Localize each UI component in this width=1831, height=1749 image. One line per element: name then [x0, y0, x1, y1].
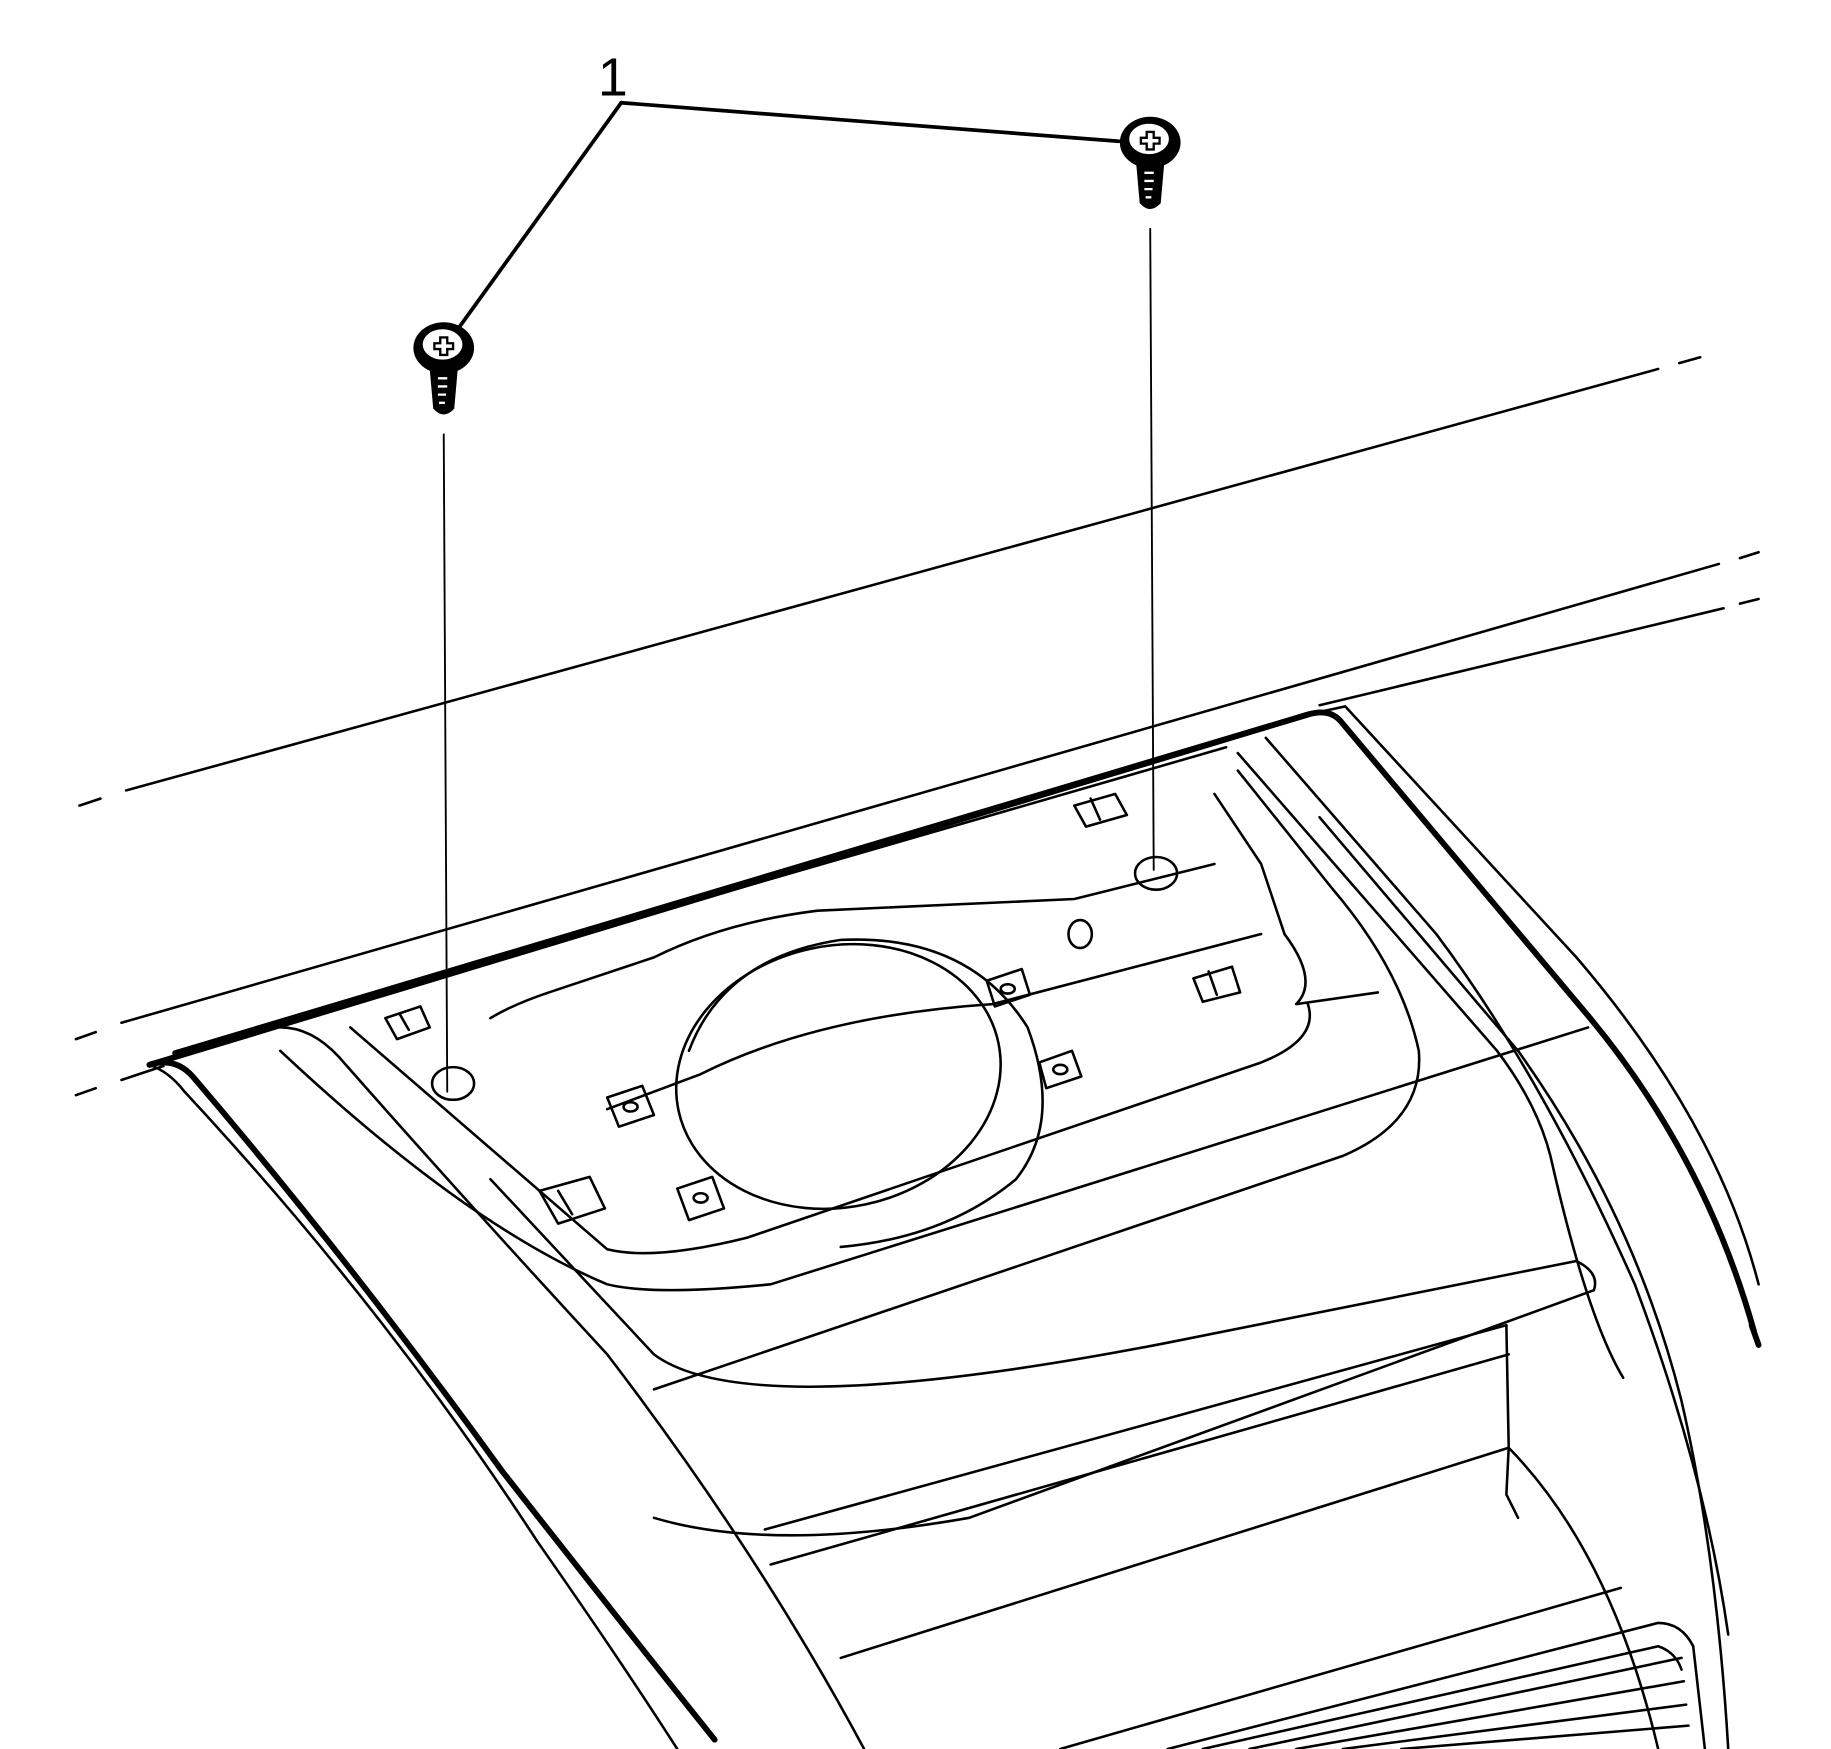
screw-right-icon	[1119, 116, 1181, 209]
console-panel	[146, 705, 1762, 1749]
leader-line-right	[619, 100, 1121, 144]
screw-right-axis-line	[1149, 227, 1155, 871]
screw-hole-left	[430, 1065, 476, 1102]
callout-1: 1	[455, 48, 1121, 332]
clip-icon	[384, 792, 1242, 1225]
cup-holder-inner	[674, 942, 1002, 1211]
screw-left-icon	[413, 322, 475, 415]
screw-left-axis-line	[442, 433, 449, 1093]
instrument-panel-phantom	[74, 355, 1760, 1097]
callout-label-1: 1	[598, 48, 628, 108]
leader-line-left	[455, 100, 624, 332]
boss-icon	[605, 918, 1094, 1222]
screw-hole-right	[1133, 855, 1179, 891]
